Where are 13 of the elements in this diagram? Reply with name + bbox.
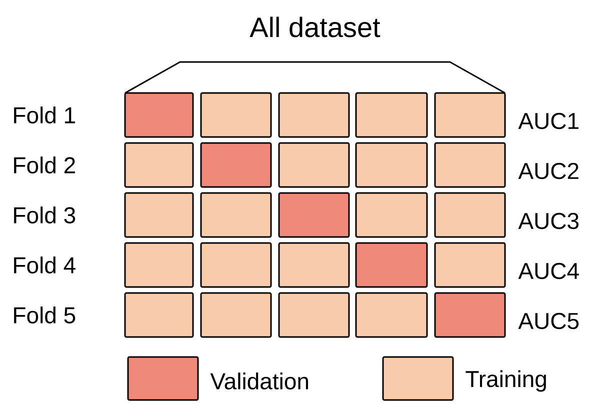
fold-label: Fold 3 <box>14 206 76 224</box>
legend-label: Validation <box>210 372 308 390</box>
auc-label: AUC2 <box>518 162 578 180</box>
legend-label: Training <box>466 370 546 392</box>
fold-label: Fold 4 <box>14 256 76 274</box>
fold-label: Fold 2 <box>14 156 75 174</box>
auc-label: AUC1 <box>518 112 578 130</box>
auc-label: AUC5 <box>518 312 579 330</box>
fold-label: Fold 5 <box>14 306 76 324</box>
auc-label: AUC4 <box>518 262 579 280</box>
auc-label: AUC3 <box>518 212 579 230</box>
fold-label: Fold 1 <box>14 106 75 124</box>
title: All dataset <box>250 16 380 38</box>
